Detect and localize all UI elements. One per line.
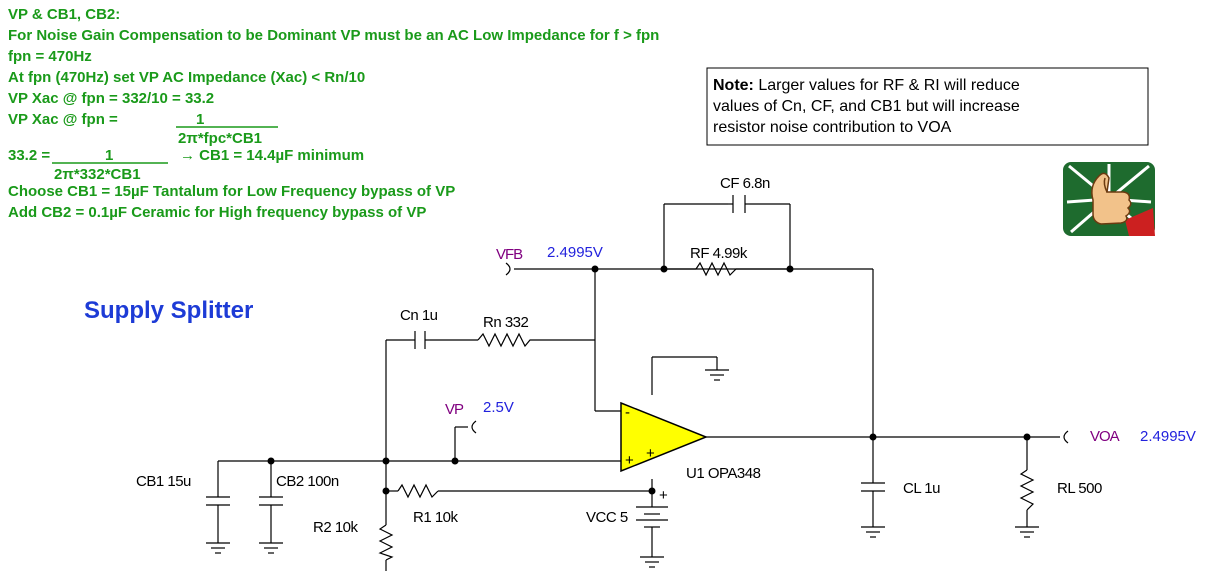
thumbs-up-icon: [1063, 162, 1155, 236]
capacitor-cf[interactable]: [728, 195, 750, 213]
vp-probe[interactable]: [471, 420, 477, 434]
resistor-rn[interactable]: [477, 332, 535, 348]
voa-net-label: VOA: [1090, 428, 1120, 445]
rf-label: RF 4.99k: [690, 245, 748, 262]
resistor-r1[interactable]: [397, 483, 439, 499]
opamp-u1[interactable]: - + +: [620, 401, 709, 473]
eq2-numerator: 1: [105, 147, 113, 164]
ground-icon: [640, 556, 664, 568]
r1-label: R1 10k: [413, 509, 459, 526]
note-line-2: values of Cn, CF, and CB1 but will incre…: [713, 98, 1020, 115]
voa-probe[interactable]: [1063, 430, 1069, 444]
resistor-rl[interactable]: [1019, 469, 1035, 511]
cf-label: CF 6.8n: [720, 175, 770, 192]
notes-line-4: At fpn (470Hz) set VP AC Impedance (Xac)…: [8, 69, 365, 86]
note-box: Note: Larger values for RF & RI will red…: [706, 67, 1149, 146]
vfb-voltage: 2.4995V: [547, 244, 603, 261]
notes-tail-2: Add CB2 = 0.1µF Ceramic for High frequen…: [8, 204, 426, 221]
eq2-result: → CB1 = 14.4µF minimum: [180, 147, 364, 164]
cn-label: Cn 1u: [400, 307, 438, 324]
note-box-frame: [706, 67, 1149, 146]
notes-tail-1: Choose CB1 = 15µF Tantalum for Low Frequ…: [8, 183, 455, 200]
vfb-net-label: VFB: [496, 246, 523, 263]
ground-icon: [259, 542, 283, 554]
cb1-label: CB1 15u: [136, 473, 191, 490]
vfb-probe[interactable]: [505, 262, 511, 276]
note-line-3: resistor noise contribution to VOA: [713, 119, 952, 136]
resistor-rf[interactable]: [695, 261, 737, 277]
junction-dots: [267, 265, 1031, 495]
eq1-denominator: 2π*fpc*CB1: [178, 130, 262, 147]
r2-label: R2 10k: [313, 519, 359, 536]
vcc-plus-sign: +: [659, 487, 668, 504]
capacitor-cn[interactable]: [410, 331, 430, 349]
ground-icon: [206, 542, 230, 554]
note-line-1: Note: Larger values for RF & RI will red…: [713, 77, 1020, 94]
notes-line-2: For Noise Gain Compensation to be Domina…: [8, 27, 659, 44]
resistor-r2[interactable]: [378, 524, 394, 561]
battery-vcc[interactable]: [636, 506, 668, 528]
opamp-supply-pin: +: [646, 445, 655, 462]
vp-net-label: VP: [445, 401, 464, 418]
eq2-lhs: 33.2 =: [8, 147, 50, 164]
eq1-numerator: 1: [196, 111, 204, 128]
rn-label: Rn 332: [483, 314, 529, 331]
vcc-label: VCC 5: [586, 509, 628, 526]
notes-line-3: fpn = 470Hz: [8, 48, 92, 65]
section-title: Supply Splitter: [84, 297, 253, 324]
wires: [217, 203, 1060, 571]
voa-voltage: 2.4995V: [1140, 428, 1196, 445]
ground-icon: [705, 369, 729, 381]
capacitor-cl[interactable]: [861, 482, 885, 492]
cb2-label: CB2 100n: [276, 473, 339, 490]
eq1-lhs: VP Xac @ fpn =: [8, 111, 118, 128]
notes-line-1: VP & CB1, CB2:: [8, 6, 120, 23]
design-notes: VP & CB1, CB2: For Noise Gain Compensati…: [8, 6, 659, 221]
opamp-minus-pin: -: [625, 404, 630, 421]
ground-icon: [861, 526, 885, 538]
notes-line-5: VP Xac @ fpn = 332/10 = 33.2: [8, 90, 214, 107]
cl-label: CL 1u: [903, 480, 940, 497]
rl-label: RL 500: [1057, 480, 1102, 497]
capacitor-cb1[interactable]: [206, 496, 230, 506]
eq2-denominator: 2π*332*CB1: [54, 166, 141, 183]
opamp-plus-pin: +: [625, 452, 634, 469]
u1-label: U1 OPA348: [686, 465, 761, 482]
ground-icon: [1015, 526, 1039, 538]
vp-voltage: 2.5V: [483, 399, 514, 416]
capacitor-cb2[interactable]: [259, 496, 283, 506]
